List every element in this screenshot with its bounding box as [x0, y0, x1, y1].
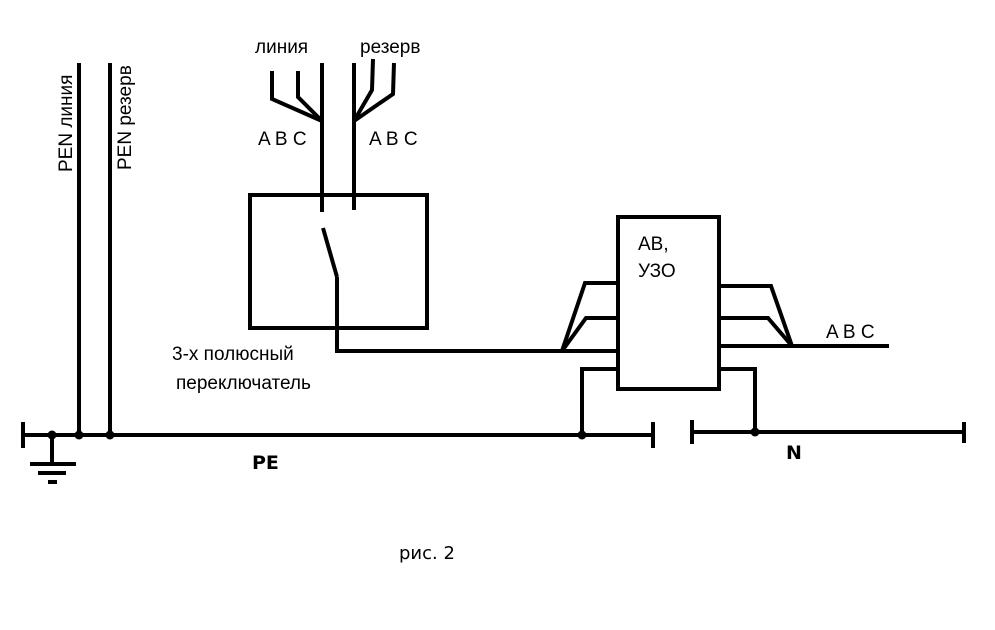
- breaker-rcd: [560, 215, 889, 435]
- switch-contact-blade: [321, 227, 339, 278]
- switch-output-wire: [335, 277, 563, 353]
- pen-line-label: PEN линия: [56, 75, 77, 172]
- output-phases-label: A B C: [826, 322, 875, 343]
- pe-bus-label: PE: [252, 452, 279, 474]
- n-bus-label: N: [786, 442, 802, 464]
- switch-label-line1: 3-х полюсный: [172, 344, 294, 365]
- n-bus: [690, 420, 966, 444]
- figure-caption: рис. 2: [399, 543, 455, 564]
- reserve-feed-label: резерв: [360, 37, 420, 58]
- breaker-label-line2: УЗО: [638, 261, 676, 282]
- breaker-n-wire: [719, 367, 757, 432]
- line-phases-label: A B C: [258, 129, 307, 150]
- breaker-pe-wire: [580, 367, 620, 435]
- switch-label-line2: переключатель: [176, 373, 311, 394]
- reserve-phases-label: A B C: [369, 129, 418, 150]
- reserve-feed-wires: [352, 58, 396, 210]
- breaker-label-line1: АВ,: [638, 234, 669, 255]
- junction-dot: [74, 430, 84, 440]
- line-feed-label: линия: [255, 37, 308, 58]
- breaker-rcd-box: [616, 215, 721, 391]
- pen-reserve-label: PEN резерв: [115, 65, 136, 170]
- ground-icon: [30, 435, 76, 484]
- line-feed-wires: [270, 63, 324, 212]
- pe-bus: [21, 422, 655, 448]
- junction-dot: [105, 430, 115, 440]
- transfer-switch: [248, 193, 563, 353]
